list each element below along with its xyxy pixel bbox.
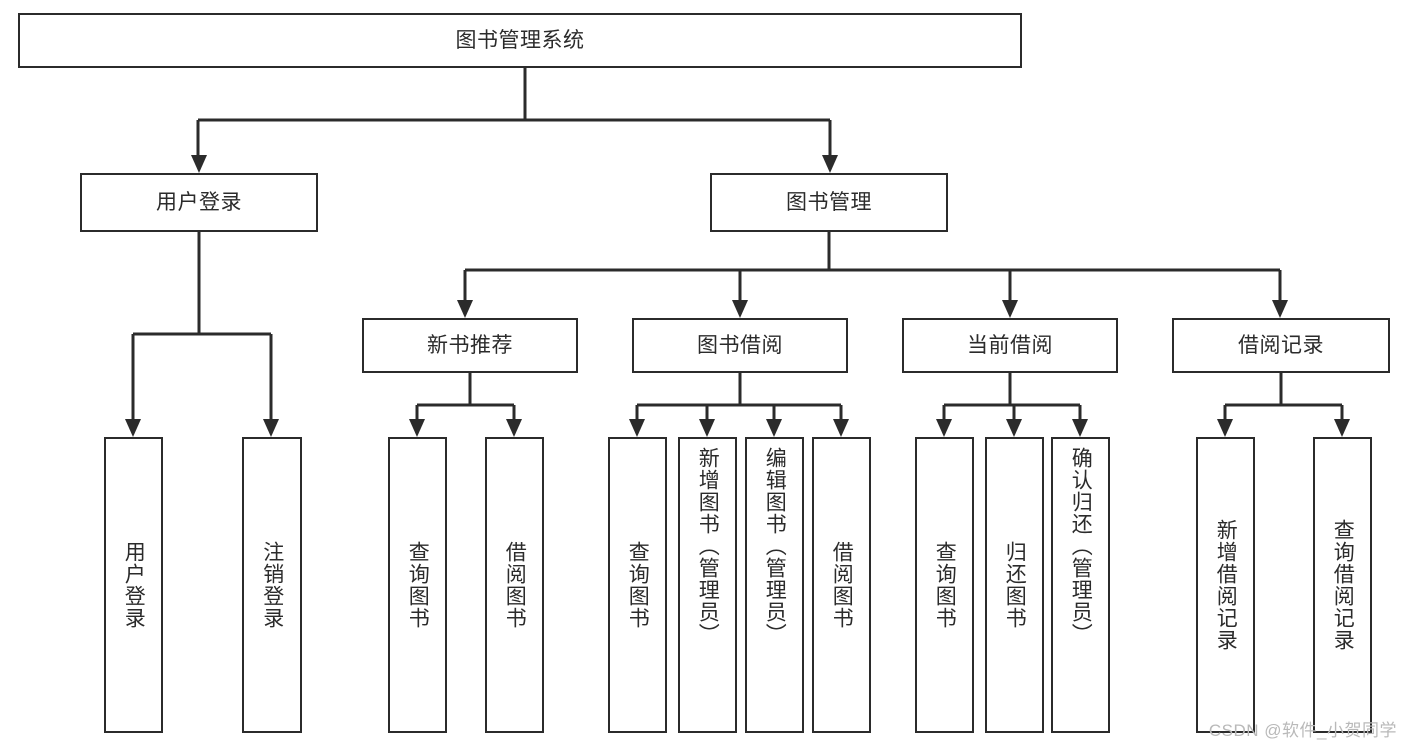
arrow-heads bbox=[125, 155, 1350, 437]
leaf-query-borrow-record[interactable]: 查询借阅记录 bbox=[1313, 437, 1372, 733]
leaf-edit-book-admin[interactable]: 编辑图书（管理员） bbox=[745, 437, 804, 733]
node-borrow-record[interactable]: 借阅记录 bbox=[1172, 318, 1390, 373]
leaf-logout[interactable]: 注销登录 bbox=[242, 437, 302, 733]
node-label: 注销登录 bbox=[260, 541, 284, 629]
node-book-borrow[interactable]: 图书借阅 bbox=[632, 318, 848, 373]
node-new-book-recommend[interactable]: 新书推荐 bbox=[362, 318, 578, 373]
leaf-borrow-book[interactable]: 借阅图书 bbox=[812, 437, 871, 733]
node-label: 当前借阅 bbox=[967, 333, 1053, 357]
leaf-add-borrow-record[interactable]: 新增借阅记录 bbox=[1196, 437, 1255, 733]
node-label: 归还图书 bbox=[1003, 541, 1027, 629]
node-label: 编辑图书（管理员） bbox=[763, 447, 787, 645]
leaf-query-book-recommend[interactable]: 查询图书 bbox=[388, 437, 447, 733]
node-label: 用户登录 bbox=[122, 541, 146, 629]
node-label: 新增图书（管理员） bbox=[696, 447, 720, 645]
node-label: 用户登录 bbox=[156, 190, 242, 214]
node-label: 借阅图书 bbox=[503, 541, 527, 629]
node-label: 查询图书 bbox=[933, 541, 957, 629]
node-label: 图书管理 bbox=[786, 190, 872, 214]
leaf-return-book[interactable]: 归还图书 bbox=[985, 437, 1044, 733]
node-current-borrow[interactable]: 当前借阅 bbox=[902, 318, 1118, 373]
node-book-management[interactable]: 图书管理 bbox=[710, 173, 948, 232]
node-label: 图书借阅 bbox=[697, 333, 783, 357]
node-label: 查询图书 bbox=[626, 541, 650, 629]
leaf-query-book-current[interactable]: 查询图书 bbox=[915, 437, 974, 733]
node-label: 借阅记录 bbox=[1238, 333, 1324, 357]
leaf-user-login[interactable]: 用户登录 bbox=[104, 437, 163, 733]
node-user-login[interactable]: 用户登录 bbox=[80, 173, 318, 232]
node-label: 查询借阅记录 bbox=[1331, 519, 1355, 651]
node-root-book-management-system[interactable]: 图书管理系统 bbox=[18, 13, 1022, 68]
leaf-confirm-return-admin[interactable]: 确认归还（管理员） bbox=[1051, 437, 1110, 733]
node-label: 确认归还（管理员） bbox=[1069, 447, 1093, 645]
node-label: 借阅图书 bbox=[830, 541, 854, 629]
node-label: 图书管理系统 bbox=[455, 28, 585, 52]
leaf-query-book-borrow[interactable]: 查询图书 bbox=[608, 437, 667, 733]
leaf-add-book-admin[interactable]: 新增图书（管理员） bbox=[678, 437, 737, 733]
node-label: 新增借阅记录 bbox=[1214, 519, 1238, 651]
node-label: 新书推荐 bbox=[427, 333, 513, 357]
leaf-borrow-book-recommend[interactable]: 借阅图书 bbox=[485, 437, 544, 733]
node-label: 查询图书 bbox=[406, 541, 430, 629]
